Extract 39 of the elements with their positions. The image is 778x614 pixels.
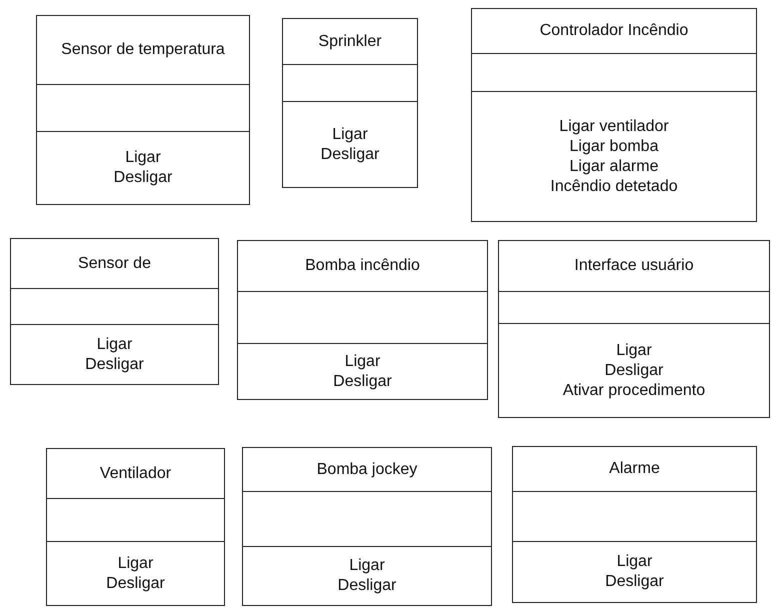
class-box — [242, 447, 492, 606]
method-name: Desligar — [604, 360, 664, 380]
class-box — [237, 240, 488, 400]
method-name: Ligar — [125, 148, 161, 168]
method-name: Ligar — [616, 340, 652, 360]
method-name: Desligar — [333, 372, 392, 392]
class-name: Sensor de temperatura — [60, 40, 226, 60]
method-name: Incêndio detetado — [550, 176, 678, 196]
method-name: Desligar — [320, 144, 380, 164]
class-name: Bomba jockey — [316, 460, 418, 480]
class-box — [282, 18, 418, 188]
method-name: Desligar — [106, 574, 165, 594]
class-name: Ventilador — [98, 464, 172, 484]
method-name: Ligar ventilador — [559, 116, 669, 136]
method-name: Ligar — [344, 352, 380, 372]
class-name: Bomba incêndio — [304, 256, 421, 276]
class-box — [471, 8, 757, 222]
method-name: Ligar — [349, 556, 385, 576]
method-name: Ligar — [96, 334, 132, 354]
method-name: Ativar procedimento — [562, 380, 706, 400]
class-box — [498, 240, 770, 418]
method-name: Desligar — [85, 354, 144, 374]
method-name: Ligar — [616, 552, 652, 572]
class-name: Interface usuário — [573, 256, 695, 276]
class-name: Sensor de — [77, 254, 152, 274]
method-name: Ligar — [118, 554, 154, 574]
method-name: Desligar — [605, 572, 664, 592]
class-box — [10, 238, 219, 385]
method-name: Desligar — [338, 576, 396, 596]
class-box — [36, 15, 250, 205]
class-name: Alarme — [608, 459, 661, 479]
method-name: Ligar bomba — [570, 136, 658, 156]
class-name: Controlador Incêndio — [538, 21, 690, 41]
class-box — [46, 448, 225, 606]
class-name: Sprinkler — [317, 32, 383, 52]
method-name: Desligar — [114, 168, 172, 188]
method-name: Ligar — [332, 124, 368, 144]
method-name: Ligar alarme — [570, 156, 658, 176]
class-box — [512, 446, 757, 603]
